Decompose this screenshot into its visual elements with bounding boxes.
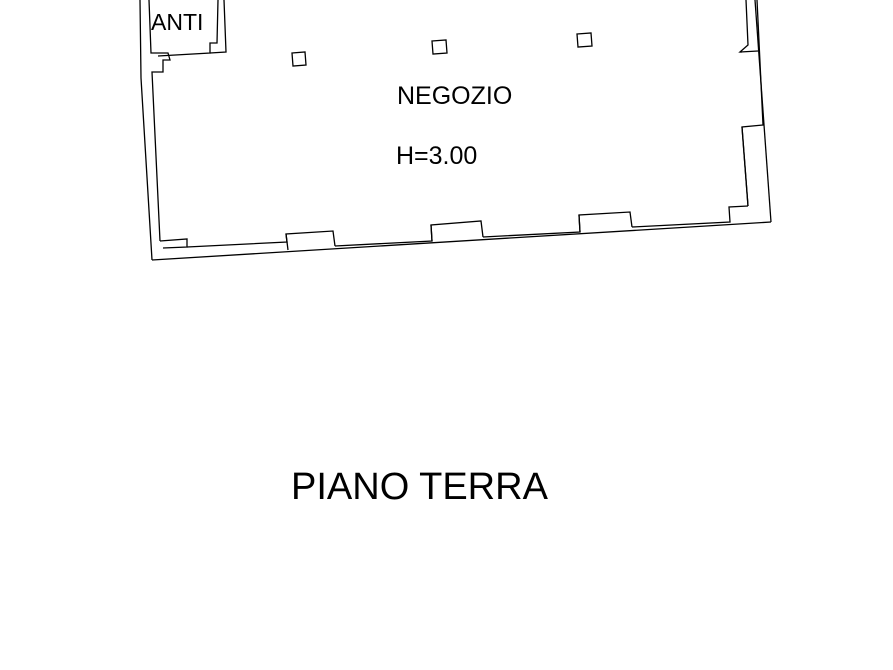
anti-room-partition — [157, 0, 219, 57]
outer-left-wall — [139, 0, 153, 261]
inner-bottom-wall — [159, 238, 188, 249]
column — [576, 32, 593, 48]
outer-bottom-wall — [151, 221, 772, 261]
floor-title: PIANO TERRA — [291, 466, 549, 508]
window-sill-2 — [430, 224, 433, 242]
column — [291, 51, 307, 67]
structural-columns — [291, 32, 593, 67]
window-recess-2 — [334, 220, 484, 247]
right-wall-upper-pilaster — [738, 0, 749, 53]
window-sill-3 — [578, 214, 581, 233]
outer-right-wall — [754, 0, 772, 223]
window-recess-3 — [482, 211, 633, 238]
room-label-anti: ANTI — [151, 9, 203, 35]
room-height-label: H=3.00 — [396, 142, 477, 170]
anti-room-door-jamb — [209, 0, 227, 54]
room-label-negozio: NEGOZIO — [397, 82, 512, 110]
wall-lines — [139, 0, 772, 261]
column — [431, 39, 448, 55]
inner-bottom-right — [631, 205, 749, 228]
window-sill-1 — [285, 233, 289, 251]
window-recess-1 — [186, 230, 336, 248]
right-wall-lower-notch — [741, 126, 749, 207]
inner-left-wall — [148, 0, 171, 242]
right-wall-upper-notch — [739, 50, 759, 53]
